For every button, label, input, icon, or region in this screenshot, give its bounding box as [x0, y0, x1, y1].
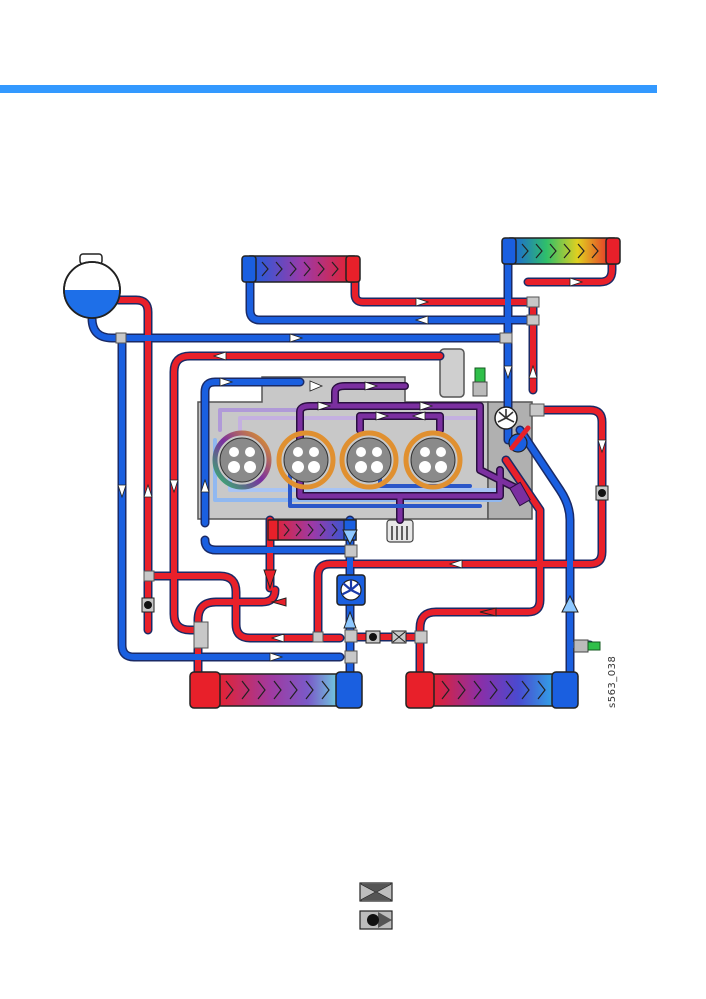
- check-valve-left: [141, 597, 155, 613]
- cylinder-2: [276, 430, 336, 490]
- legend: [359, 882, 393, 930]
- junctions: [115, 296, 545, 664]
- header-bar: [0, 85, 657, 93]
- cylinder-4: [403, 430, 463, 490]
- oil-filter: [509, 481, 531, 507]
- transmission-oil-cooler: [501, 237, 621, 265]
- check-valve-icon: [359, 910, 393, 930]
- check-valve-right: [595, 485, 609, 501]
- inline-components: [141, 485, 609, 644]
- cylinders: [212, 430, 463, 490]
- figure-code: s563_038: [607, 655, 618, 708]
- coolant-pump: [336, 574, 366, 606]
- flow-arrows: [117, 277, 607, 662]
- cylinder-1: [212, 430, 272, 490]
- temperature-sensor-outlet: [573, 639, 601, 653]
- heater-core: [241, 255, 361, 283]
- cylinder-3: [339, 430, 399, 490]
- thermostat-housing: [494, 406, 531, 453]
- restrictor-icon: [359, 882, 393, 902]
- check-valve-bottom: [365, 630, 381, 644]
- expansion-tank: [63, 253, 121, 319]
- auxiliary-radiator: [405, 671, 579, 709]
- main-radiator: [189, 671, 363, 709]
- coolant-lines: [87, 253, 617, 695]
- restrictor-bottom: [391, 630, 407, 644]
- temperature-sensor-top: [472, 367, 488, 397]
- control-unit: [439, 348, 465, 398]
